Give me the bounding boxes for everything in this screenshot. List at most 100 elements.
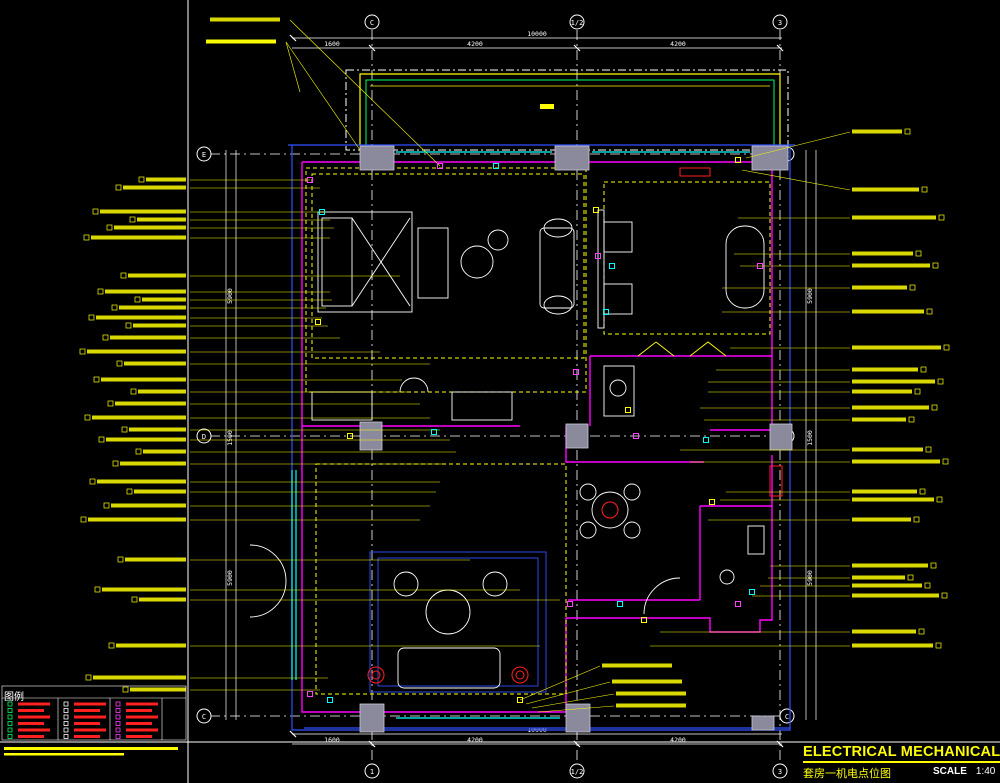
outlet-symbol xyxy=(315,319,321,325)
annotation-tag xyxy=(124,361,186,366)
annotation-tag xyxy=(852,379,935,384)
annotation-tag xyxy=(852,497,934,502)
annotation-tag xyxy=(137,217,186,222)
legend-symbol xyxy=(7,701,13,707)
grid-right-3: C xyxy=(785,713,789,721)
outlet-symbol xyxy=(347,433,353,439)
annotation-tags xyxy=(79,17,950,708)
outlet-symbol xyxy=(431,429,437,435)
tag-marker xyxy=(908,416,915,423)
outlet-symbol xyxy=(319,209,325,215)
leader-line xyxy=(531,693,615,709)
tag-marker xyxy=(938,214,945,221)
legend-symbol xyxy=(7,734,13,739)
tag-marker xyxy=(921,186,928,193)
grid-bottom-3: 3 xyxy=(778,768,782,776)
outlet-symbol xyxy=(517,697,523,703)
annotation-tag xyxy=(210,17,280,22)
scale-value: 1:40 xyxy=(975,766,996,777)
tag-marker xyxy=(97,288,104,295)
annotation-tag xyxy=(852,563,928,568)
tag-marker xyxy=(131,596,138,603)
tag-marker xyxy=(94,586,101,593)
outlet-symbol xyxy=(609,263,615,269)
tag-marker xyxy=(122,686,129,693)
grid-bottom-2: 1/2 xyxy=(571,768,584,776)
tag-marker xyxy=(129,216,136,223)
annotation-tag xyxy=(852,629,916,634)
annotation-tag xyxy=(852,489,917,494)
tag-marker xyxy=(920,366,927,373)
legend-text-bar xyxy=(18,728,50,732)
annotation-tag xyxy=(116,643,186,648)
annotation-tag xyxy=(852,593,939,598)
dim-right-2: 1500 xyxy=(806,430,814,446)
annotation-tag xyxy=(125,557,186,562)
legend-text-bar xyxy=(18,735,44,738)
annotation-tag xyxy=(138,389,186,394)
tag-marker xyxy=(120,272,127,279)
furniture-bathroom xyxy=(597,209,765,417)
legend-text-bar xyxy=(74,728,106,732)
tag-marker xyxy=(135,448,142,455)
columns xyxy=(359,145,793,733)
outlet-symbol xyxy=(617,601,623,607)
legend-symbol xyxy=(7,714,13,720)
legend-symbol xyxy=(63,708,69,713)
tag-marker xyxy=(134,296,141,303)
annotation-tag xyxy=(87,349,186,354)
outlet-symbol xyxy=(749,589,755,595)
grid-top-3: 3 xyxy=(778,19,782,27)
legend-text-bar xyxy=(74,722,100,725)
annotation-tag xyxy=(142,297,186,302)
red-fixtures xyxy=(367,167,783,684)
annotation-leaders xyxy=(190,19,851,713)
legend-text-bar xyxy=(74,702,106,706)
outlet-symbol xyxy=(307,177,313,183)
annotation-tag xyxy=(206,39,276,44)
annotation-tag xyxy=(91,235,186,240)
outlet-symbol xyxy=(633,433,639,439)
annotation-tag xyxy=(146,177,186,182)
legend-text-bar xyxy=(126,722,152,725)
tag-marker xyxy=(84,414,91,421)
dim-bottom-seg-1: 1600 xyxy=(324,736,340,744)
furniture-bedroom xyxy=(311,211,575,421)
leader-line xyxy=(519,665,601,701)
legend-symbol xyxy=(63,727,69,733)
legend-text-bar xyxy=(74,735,100,738)
annotation-tag xyxy=(852,285,907,290)
outlet-symbol xyxy=(603,309,609,315)
tag-marker xyxy=(907,574,914,581)
legend-symbol xyxy=(63,701,69,707)
grid-left-1: E xyxy=(202,151,206,159)
legend-text-bar xyxy=(18,715,50,719)
legend-symbol xyxy=(115,701,121,707)
legend-symbol xyxy=(115,721,121,726)
leader-line xyxy=(741,169,851,191)
annotation-tag xyxy=(115,401,186,406)
legend-text-bar xyxy=(126,728,158,732)
annotation-tag xyxy=(852,187,919,192)
annotation-tag xyxy=(143,449,186,454)
fixture-symbols xyxy=(307,157,763,703)
tag-marker xyxy=(83,234,90,241)
tag-marker xyxy=(93,376,100,383)
legend-symbol xyxy=(115,708,121,713)
tag-marker xyxy=(936,496,943,503)
annotation-tag xyxy=(616,691,686,696)
tag-marker xyxy=(909,284,916,291)
annotation-tag xyxy=(852,405,929,410)
legend-text-bar xyxy=(74,709,100,712)
tag-marker xyxy=(943,344,950,351)
annotation-tag xyxy=(852,643,933,648)
annotation-tag xyxy=(111,503,186,508)
annotation-tag xyxy=(96,315,186,320)
tag-marker xyxy=(102,334,109,341)
tag-marker xyxy=(931,404,938,411)
tag-marker xyxy=(925,446,932,453)
legend-symbol xyxy=(7,721,13,726)
tag-marker xyxy=(106,224,113,231)
leader-line xyxy=(285,41,301,93)
tag-marker xyxy=(121,426,128,433)
